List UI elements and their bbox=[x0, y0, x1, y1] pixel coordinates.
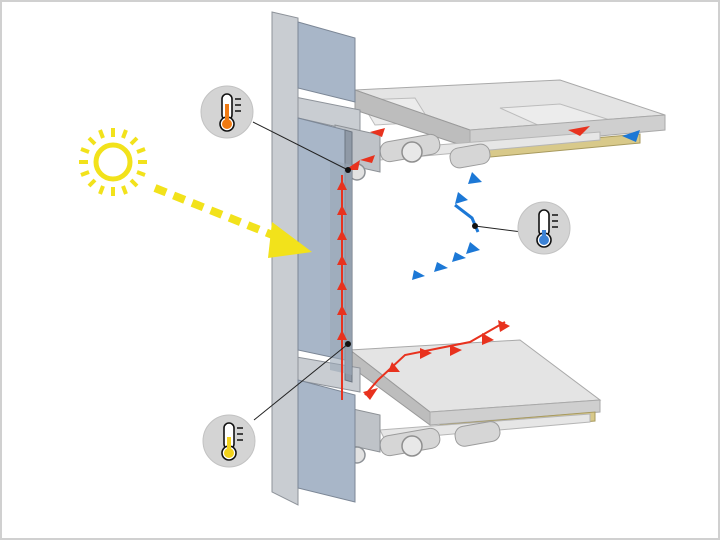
thermometer-hot-scale bbox=[235, 98, 241, 112]
warm-arrow-upper-slab bbox=[370, 128, 385, 137]
solar-ray-line bbox=[153, 184, 282, 242]
leader-lines bbox=[252, 121, 523, 421]
thermometer-warm-scale bbox=[237, 427, 243, 441]
thermometer-hot-icon bbox=[200, 85, 254, 139]
warm-arrow-lower bbox=[498, 320, 510, 332]
warm-arrow-lower bbox=[450, 345, 462, 356]
leader-line-warm bbox=[253, 343, 349, 421]
lower-duct-segment-2 bbox=[454, 421, 501, 447]
warm-arrow-up bbox=[337, 280, 347, 290]
warm-arrow-lower bbox=[388, 362, 400, 372]
warm-arrow-up bbox=[337, 180, 347, 190]
thermometer-hot-bulb bbox=[222, 119, 232, 129]
warm-arrow-upper-slab bbox=[568, 126, 590, 136]
outer-mullion bbox=[271, 11, 299, 506]
warm-arrow-up bbox=[337, 255, 347, 265]
leader-line-hot bbox=[252, 121, 349, 171]
leader-dot-hot bbox=[345, 167, 351, 173]
thermometer-cold-bulb bbox=[539, 235, 549, 245]
leader-dot-cold bbox=[472, 223, 478, 229]
leader-line-cold bbox=[474, 225, 523, 233]
warm-arrow-up bbox=[337, 230, 347, 240]
cold-arrow bbox=[466, 242, 480, 254]
warm-arrow-lower bbox=[482, 333, 494, 345]
thermometer-hot-level bbox=[225, 104, 229, 122]
upper-duct-segment-2 bbox=[449, 143, 491, 169]
warm-arrow-up bbox=[337, 305, 347, 315]
thermometer-cold-icon bbox=[517, 201, 571, 255]
glass-upper bbox=[297, 21, 356, 103]
lower-duct-fitting bbox=[401, 435, 423, 457]
upper-floor-slab bbox=[284, 79, 666, 181]
cold-arrow bbox=[468, 172, 482, 184]
warm-arrow-up bbox=[337, 205, 347, 215]
cold-arrow bbox=[412, 270, 425, 280]
upper-duct bbox=[379, 133, 491, 169]
glass-lower bbox=[297, 379, 356, 503]
thermometer-warm-bulb bbox=[224, 448, 234, 458]
sun-rays bbox=[79, 128, 147, 196]
lower-slab-side bbox=[429, 399, 601, 426]
warm-air-flow bbox=[337, 126, 590, 400]
cold-arrow bbox=[455, 192, 468, 204]
cold-arrow bbox=[622, 130, 640, 142]
warm-arrow-lower bbox=[420, 348, 432, 359]
cold-arrow bbox=[434, 262, 448, 272]
warm-arrow-up bbox=[337, 330, 347, 340]
thermometer-cold-level bbox=[542, 230, 546, 238]
leader-dot-warm bbox=[345, 341, 351, 347]
thermometer-cold-scale bbox=[552, 214, 558, 228]
solar-arrow-head bbox=[268, 222, 312, 258]
upper-duct-fitting bbox=[401, 141, 423, 163]
warm-arrow-exit bbox=[360, 155, 375, 163]
thermometer-warm-icon bbox=[202, 414, 256, 468]
cold-arrow bbox=[452, 252, 466, 262]
sun-icon bbox=[79, 128, 147, 196]
thermometer-warm-level bbox=[227, 437, 231, 451]
solar-radiation-arrow bbox=[153, 184, 312, 258]
sun-core bbox=[93, 142, 133, 182]
lower-duct bbox=[379, 421, 501, 457]
warm-arrow-lower bbox=[363, 388, 378, 400]
